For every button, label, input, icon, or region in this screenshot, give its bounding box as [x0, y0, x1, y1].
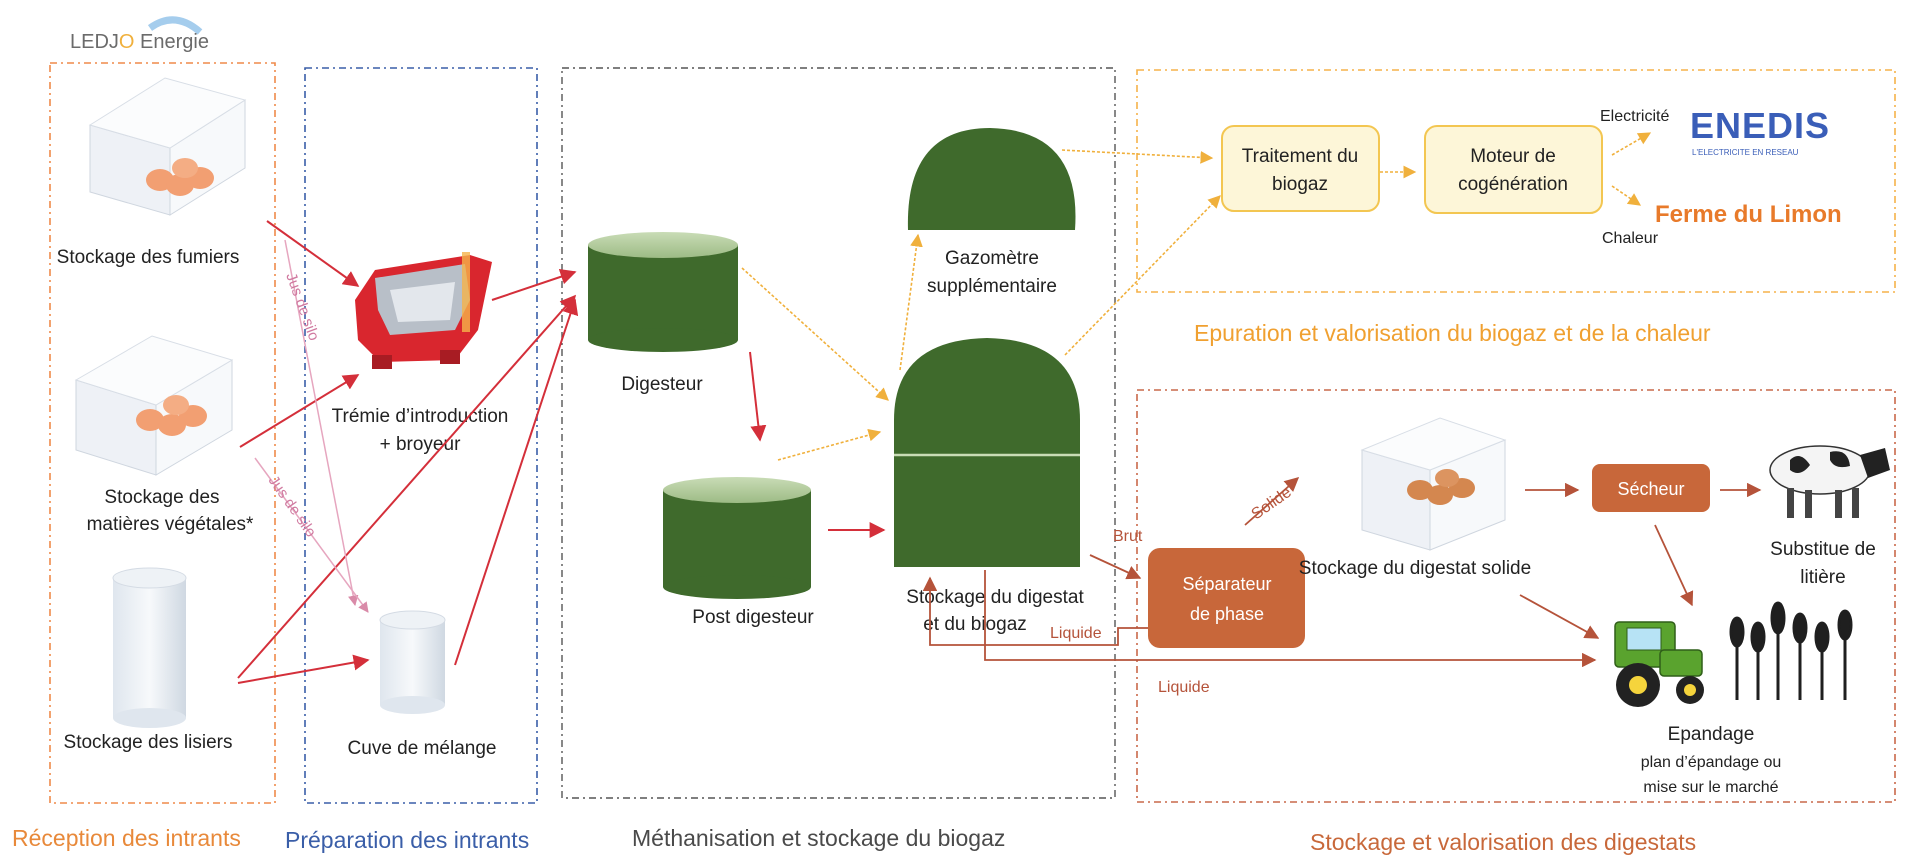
- separateur-phase-box: [1148, 548, 1305, 648]
- arrow-fumiers-tremie: [266, 220, 360, 287]
- epandage-label-line3: mise sur le marché: [1643, 779, 1778, 796]
- traitement-label-line2: biogaz: [1272, 174, 1328, 195]
- substitut-litiere-line1: Substitue de: [1770, 539, 1876, 560]
- substitut-litiere-line2: litière: [1800, 567, 1845, 588]
- traitement-label-line1: Traitement du: [1242, 146, 1359, 167]
- enedis-tagline: L'ELECTRICITE EN RESEAU: [1692, 148, 1799, 157]
- moteur-cogeneration-box: [1424, 125, 1603, 214]
- wheat-icon: [1729, 601, 1853, 700]
- epandage-label-line1: Epandage: [1668, 724, 1755, 745]
- moteur-label-line2: cogénération: [1458, 174, 1568, 195]
- arrow-cuve-digesteur: [454, 298, 579, 666]
- arrow-liquide-recirculation: [922, 576, 1148, 646]
- section-title-reception: Réception des intrants: [12, 825, 241, 851]
- vegetales-label-line1: Stockage des: [104, 487, 219, 508]
- frame-reception: [49, 62, 276, 804]
- arrow-brut: [1089, 554, 1142, 580]
- post-digesteur-label: Post digesteur: [692, 607, 814, 628]
- section-title-preparation: Préparation des intrants: [285, 827, 529, 853]
- enedis-logo: ENEDIS: [1690, 105, 1830, 146]
- chaleur-label: Chaleur: [1602, 230, 1659, 247]
- frame-epuration: [1136, 69, 1896, 293]
- frame-methanisation: [561, 67, 1116, 799]
- frame-preparation: [304, 67, 538, 804]
- arrow-vegetales-tremie: [239, 374, 360, 448]
- arrow-digesteur-post: [749, 351, 767, 442]
- tremie-hopper-icon: [355, 252, 492, 369]
- moteur-label-line1: Moteur de: [1470, 146, 1556, 167]
- gazometre-label-line1: Gazomètre: [945, 248, 1039, 269]
- liquide-label-1: Liquide: [1050, 625, 1102, 642]
- stockage-digestat-label-line2: et du biogaz: [923, 614, 1027, 635]
- svg-text:LEDJO Energie: LEDJO Energie: [70, 31, 209, 53]
- red-flow-arrows: [237, 220, 886, 684]
- epandage-label-line2: plan d’épandage ou: [1641, 754, 1782, 771]
- arrow-liquide-epandage: [984, 570, 1597, 668]
- arrow-tremie-digesteur: [491, 269, 577, 301]
- separateur-label-line2: de phase: [1190, 604, 1264, 624]
- digestat-flow-arrows: [922, 477, 1762, 668]
- vegetales-label-line2: matières végétales*: [87, 514, 254, 535]
- stockage-digestat-biogaz-icon: [894, 338, 1080, 567]
- section-title-methanisation: Méthanisation et stockage du biogaz: [632, 825, 1005, 851]
- digesteur-label: Digesteur: [621, 374, 703, 395]
- biogaz-flow-arrows: [741, 132, 1652, 461]
- arrow-lisiers-cuve: [237, 654, 370, 684]
- digesteur-tank-icon: [588, 232, 738, 352]
- stockage-solide-label: Stockage du digestat solide: [1299, 558, 1531, 579]
- tremie-label-line2: + broyeur: [380, 434, 461, 455]
- tremie-label-line1: Trémie d’introduction: [332, 406, 509, 427]
- brut-label: Brut: [1113, 528, 1143, 545]
- digestat-solide-bin-icon: [1360, 417, 1507, 551]
- arrow-lisiers-digesteur: [237, 294, 577, 679]
- lisiers-label: Stockage des lisiers: [64, 732, 233, 753]
- tractor-icon: [1614, 621, 1704, 707]
- section-title-digestats: Stockage et valorisation des digestats: [1310, 829, 1696, 855]
- jus-silo-label-2: Jus de silo: [265, 473, 320, 541]
- ledjo-logo: LEDJO Energie: [70, 16, 209, 53]
- fumiers-label: Stockage des fumiers: [57, 247, 240, 268]
- lisiers-silo-icon: [112, 567, 187, 728]
- secheur-box: [1592, 464, 1710, 512]
- cuve-melange-icon: [379, 610, 446, 714]
- cow-icon: [1769, 445, 1890, 518]
- vegetales-bin-icon: [74, 335, 234, 476]
- fumiers-bin-icon: [88, 77, 247, 216]
- gazometre-label-line2: supplémentaire: [927, 276, 1057, 297]
- post-digesteur-tank-icon: [663, 477, 811, 599]
- solide-label: Solide: [1249, 484, 1295, 523]
- cuve-label: Cuve de mélange: [348, 738, 497, 759]
- frame-digestats: [1136, 389, 1896, 803]
- section-title-epuration: Epuration et valorisation du biogaz et d…: [1194, 320, 1711, 346]
- traitement-biogaz-box: [1221, 125, 1380, 212]
- arrow-solide: [1244, 477, 1300, 526]
- gazometre-dome-icon: [907, 128, 1076, 230]
- stockage-digestat-label-line1: Stockage du digestat: [906, 587, 1084, 608]
- liquide-label-2: Liquide: [1158, 679, 1210, 696]
- secheur-label: Sécheur: [1617, 479, 1684, 499]
- ferme-du-limon-logo: Ferme du Limon: [1655, 201, 1842, 228]
- electricite-label: Electricité: [1600, 108, 1669, 125]
- separateur-label-line1: Séparateur: [1182, 574, 1271, 594]
- jus-silo-arrows: [254, 239, 369, 613]
